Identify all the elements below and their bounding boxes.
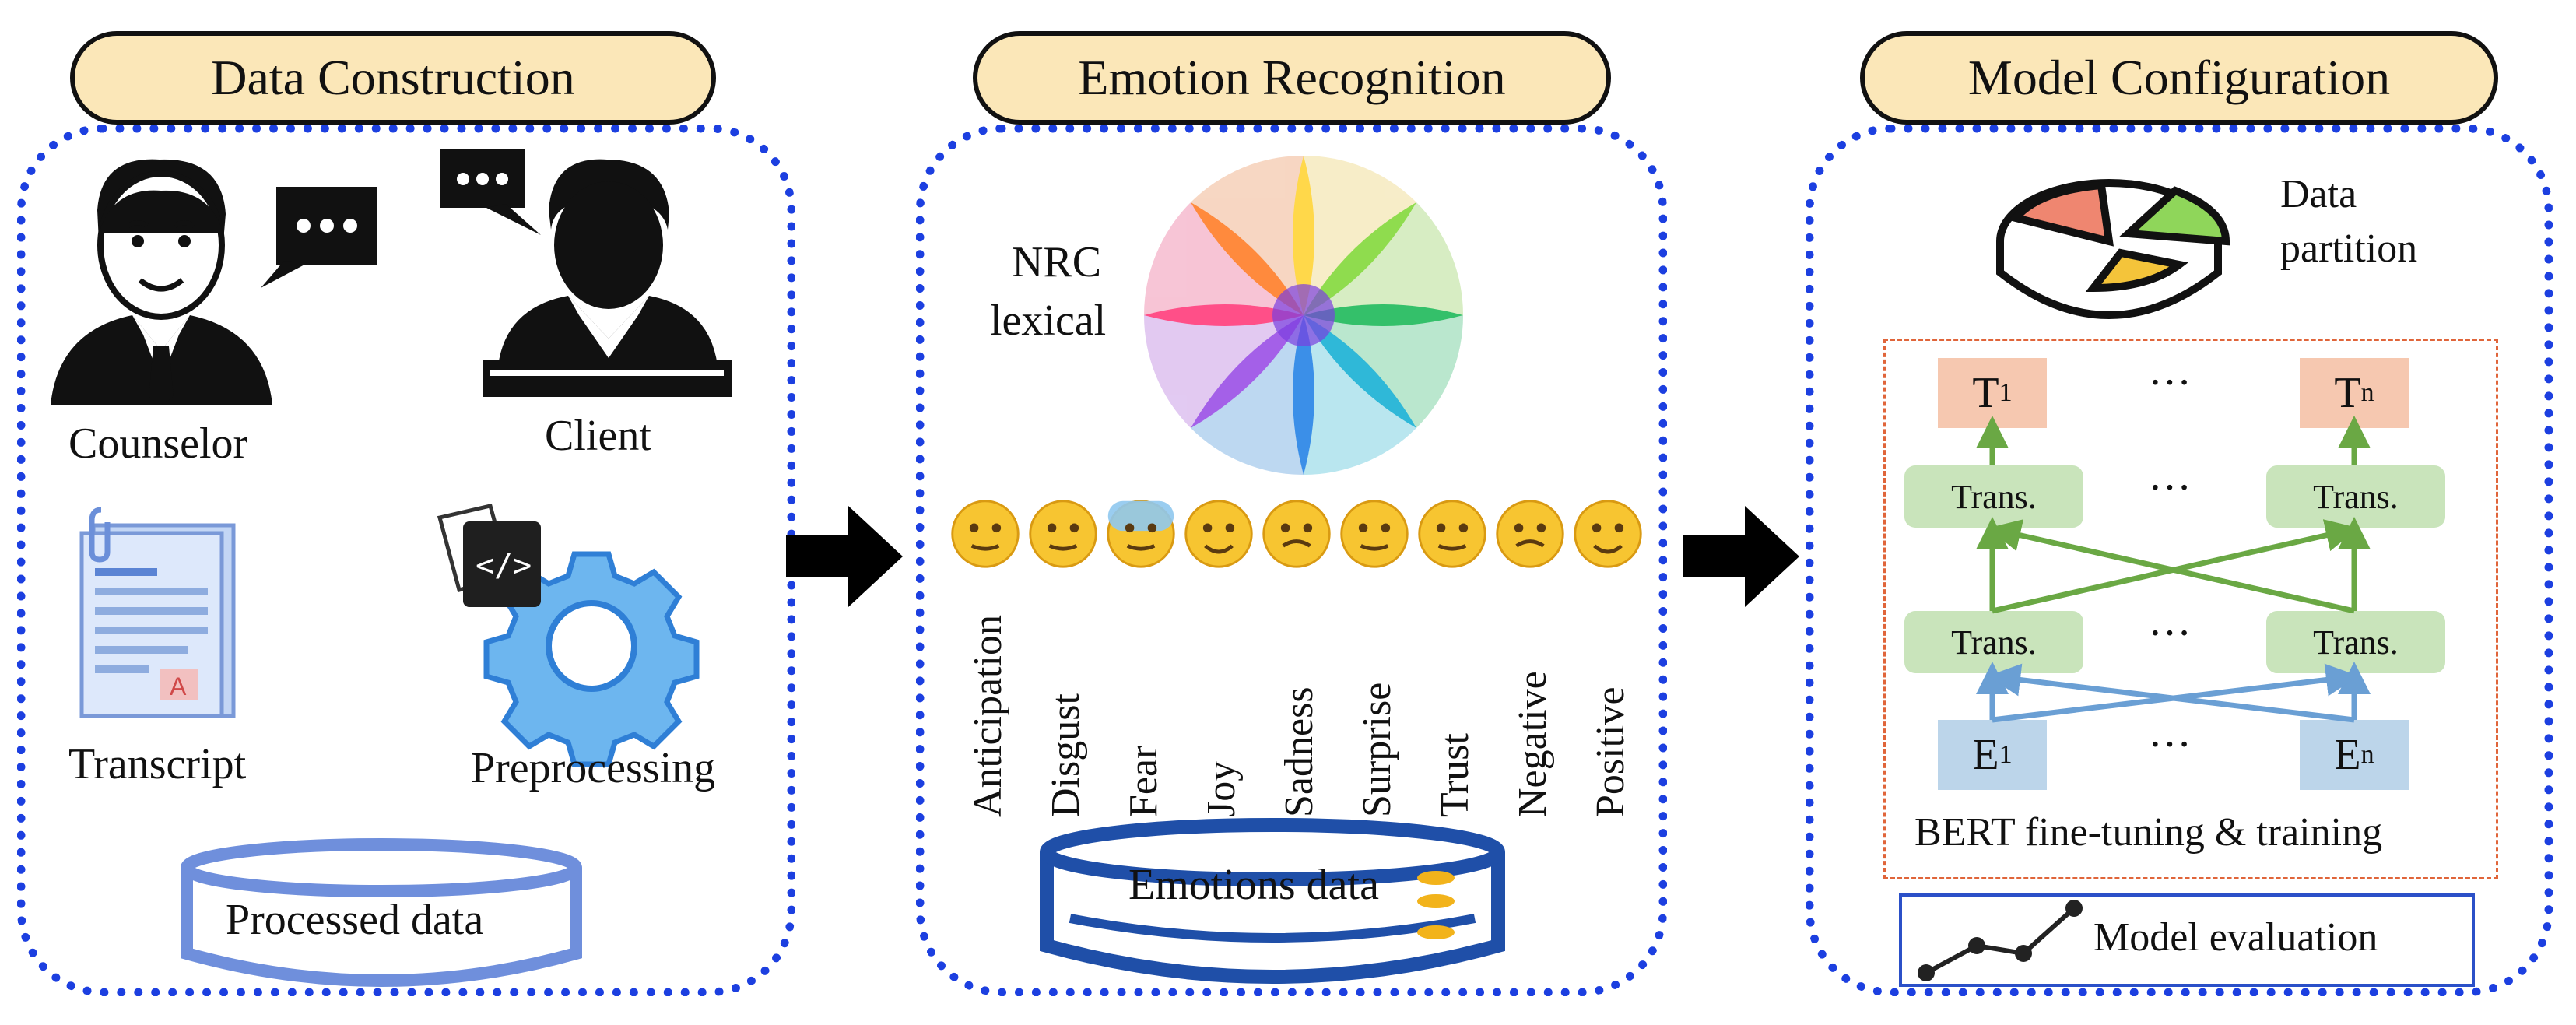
emotion-recognition-panel — [916, 125, 1667, 996]
emoji-fear-icon — [1107, 500, 1175, 568]
emotion-recognition-title: Emotion Recognition — [973, 31, 1611, 125]
arrow-right-2-icon — [1683, 506, 1799, 607]
model-configuration-panel — [1806, 125, 2553, 996]
svg-text:</>: </> — [476, 548, 532, 584]
transformer-upper-left: Trans. — [1904, 465, 2083, 528]
emotion-wheel-icon — [1144, 155, 1463, 475]
bert-training-box — [1883, 339, 2498, 879]
output-ellipsis: ··· — [2148, 359, 2192, 407]
emotion-label-joy: Joy — [1199, 760, 1244, 817]
model-evaluation-label: Model evaluation — [2093, 915, 2378, 960]
line-graph-icon — [1918, 900, 2083, 981]
emotions-data-label: Emotions data — [1128, 861, 1379, 909]
counselor-speech-bubble-icon — [261, 187, 377, 288]
bert-arrows-icon — [1976, 416, 2371, 723]
input-ellipsis: ··· — [2148, 721, 2192, 769]
arrow-right-1-icon — [786, 506, 903, 607]
emotion-label-positive: Positive — [1588, 686, 1633, 817]
counselor-label: Counselor — [68, 419, 248, 468]
data-partition-label-line1: Data — [2280, 172, 2357, 216]
emotion-label-sadness: Sadness — [1277, 686, 1321, 817]
processed-data-label: Processed data — [226, 896, 484, 944]
emoji-surprise-icon — [1340, 500, 1409, 568]
client-label: Client — [545, 412, 651, 460]
client-speech-bubble-icon — [440, 149, 541, 235]
emoji-trust-icon — [1418, 500, 1486, 568]
emoji-joy-icon — [1184, 500, 1253, 568]
lower-ellipsis: ··· — [2148, 609, 2192, 658]
data-construction-title: Data Construction — [70, 31, 716, 125]
model-configuration-title: Model Configuration — [1860, 31, 2498, 125]
emoji-disgust-icon — [1029, 500, 1097, 568]
nrc-label-line2: lexical — [990, 297, 1107, 345]
counselor-icon — [51, 159, 272, 405]
emotion-label-disgust: Disgust — [1044, 693, 1088, 817]
upper-ellipsis: ··· — [2148, 464, 2192, 512]
svg-text:A: A — [170, 672, 187, 700]
pie-chart-icon — [1996, 179, 2230, 319]
emotion-label-anticipation: Anticipation — [966, 615, 1010, 817]
emoji-negative-icon — [1496, 500, 1564, 568]
data-partition-label-line2: partition — [2280, 226, 2418, 271]
emotion-label-negative: Negative — [1511, 671, 1555, 817]
nrc-label-line1: NRC — [1012, 238, 1102, 286]
model-evaluation-box — [1899, 893, 2475, 987]
preprocessing-icon: </> — [437, 504, 700, 767]
processed-data-cylinder-icon — [181, 838, 582, 987]
emotion-label-surprise: Surprise — [1355, 682, 1399, 817]
client-icon — [483, 159, 732, 397]
emotions-data-cylinder-icon — [1040, 818, 1505, 984]
emoji-anticipation-icon — [951, 500, 1020, 568]
transcript-icon: A — [79, 507, 236, 718]
emotion-label-fear: Fear — [1121, 745, 1166, 817]
emotion-label-trust: Trust — [1433, 733, 1477, 817]
bert-label: BERT fine-tuning & training — [1914, 810, 2383, 855]
preprocessing-label: Preprocessing — [471, 744, 716, 792]
transcript-label: Transcript — [68, 740, 247, 788]
emoji-sadness-icon — [1262, 500, 1331, 568]
emoji-positive-icon — [1574, 500, 1642, 568]
